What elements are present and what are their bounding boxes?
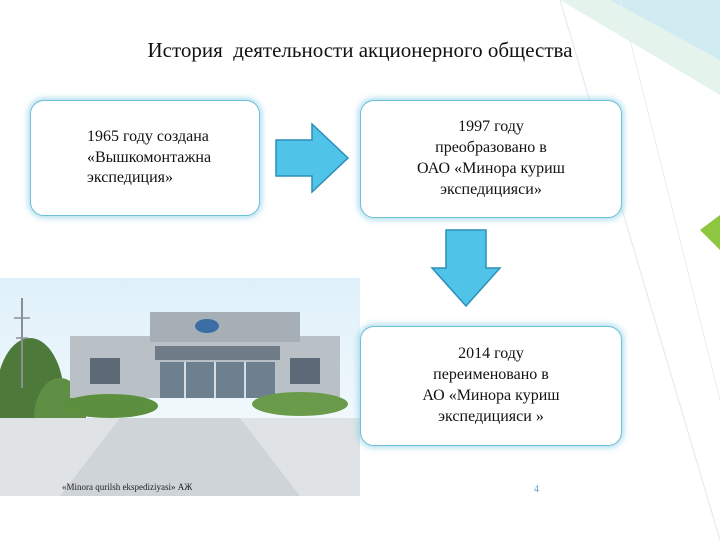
box-1965-line: «Вышкомонтажна: [87, 148, 212, 166]
box-1965: 1965 году создана «Вышкомонтажна экспеди…: [30, 100, 260, 216]
slide-title: История деятельности акционерного общест…: [147, 38, 573, 62]
box-2014-line: переименовано в: [433, 366, 549, 384]
right-arrow-icon: [275, 122, 350, 194]
box-1965-line: экспедиция»: [87, 169, 173, 187]
page-number: 4: [534, 484, 539, 495]
box-2014: 2014 году переименовано в АО «Минора кур…: [360, 326, 622, 446]
company-building-photo: [0, 278, 360, 496]
box-1997-line: преобразовано в: [435, 139, 547, 157]
box-1997-line: 1997 году: [458, 118, 524, 136]
building-illustration: [0, 298, 360, 496]
box-2014-line: экспедицияси »: [438, 407, 544, 425]
box-1965-line: 1965 году создана: [87, 127, 209, 145]
box-1997-line: экспедицияси»: [440, 180, 542, 198]
down-arrow-icon: [430, 229, 502, 308]
box-1997: 1997 году преобразовано в ОАО «Минора ку…: [360, 100, 622, 218]
box-2014-line: 2014 году: [458, 345, 524, 363]
box-1997-line: ОАО «Минора куриш: [417, 160, 565, 177]
photo-caption: «Minora qurilsh ekspediziyasi» АЖ: [62, 482, 193, 492]
box-2014-line: АО «Минора куриш: [422, 387, 560, 404]
